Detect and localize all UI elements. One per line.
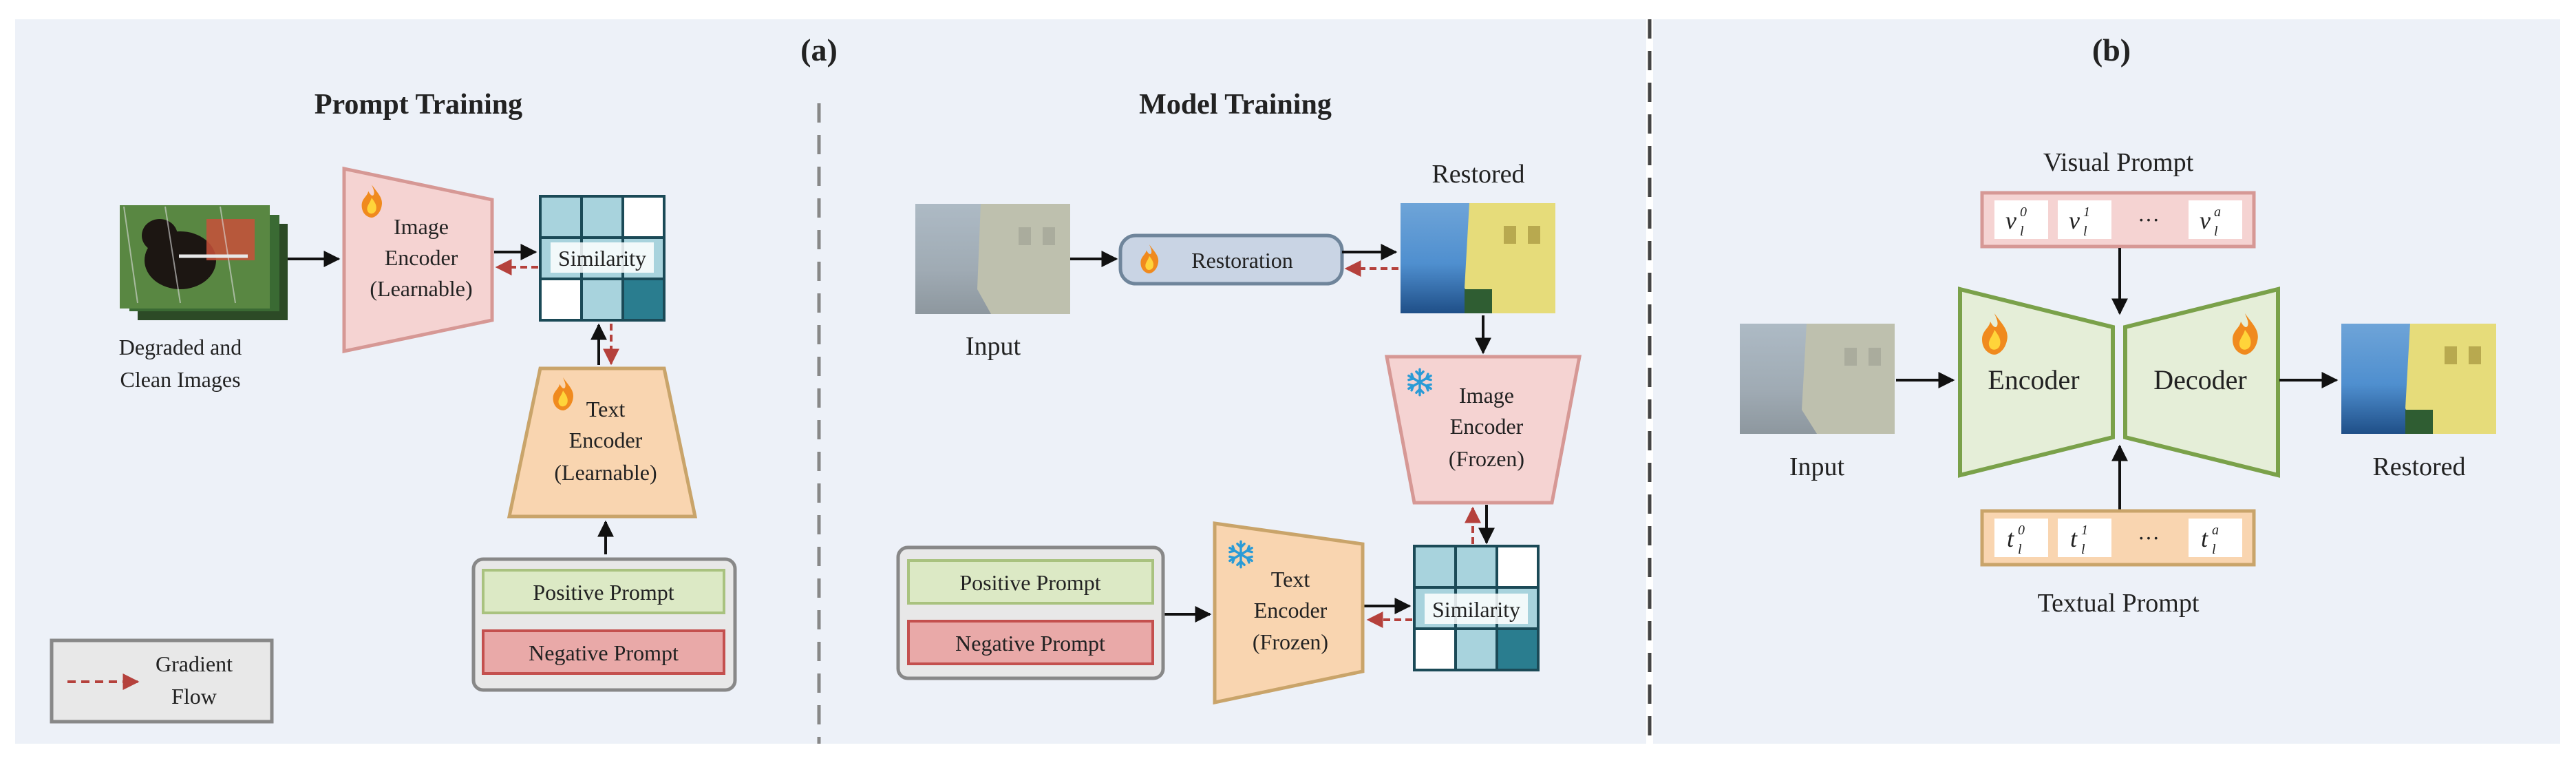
visual-prompt-title: Visual Prompt xyxy=(2043,148,2194,177)
negative-prompt-box-model xyxy=(907,620,1154,665)
images-label-line1: Degraded and xyxy=(119,335,242,359)
textual-token-a-cell xyxy=(2189,519,2242,557)
textual-token-a-sup: a xyxy=(2212,523,2219,538)
prompt-training-title: Prompt Training xyxy=(315,89,522,121)
text-encoder-learnable-line1: Text xyxy=(586,397,626,421)
textual-token-0-base: t xyxy=(2007,525,2014,552)
visual-token-0-sub: l xyxy=(2020,224,2024,239)
encoder-label: Encoder xyxy=(1988,364,2079,395)
text-encoder-frozen-line3: (Frozen) xyxy=(1253,629,1328,654)
negative-prompt-model: Negative Prompt xyxy=(955,631,1105,656)
visual-token-0-sup: 0 xyxy=(2020,205,2027,220)
text-encoder-frozen-line2: Encoder xyxy=(1254,598,1328,623)
textual-token-1-sup: 1 xyxy=(2081,523,2088,538)
input-image-model-training xyxy=(915,204,1070,314)
textual-token-0-sub: l xyxy=(2018,542,2022,557)
textual-token-0-cell xyxy=(1994,519,2048,557)
positive-prompt-training: Positive Prompt xyxy=(533,580,674,605)
legend-line1: Gradient xyxy=(156,651,233,676)
image-encoder-learnable-line2: Encoder xyxy=(385,245,458,270)
textual-token-a-sub: l xyxy=(2212,542,2216,557)
similarity-grid-model xyxy=(1413,545,1540,671)
legend-line2: Flow xyxy=(171,684,217,709)
visual-token-1-sub: l xyxy=(2083,224,2087,239)
text-encoder-learnable-line3: (Learnable) xyxy=(554,460,657,485)
decoder-label: Decoder xyxy=(2153,364,2246,395)
visual-token-1-sup: 1 xyxy=(2083,205,2090,220)
image-encoder-learnable-line1: Image xyxy=(394,214,449,239)
restored-label-model-training: Restored xyxy=(1431,160,1524,189)
text-encoder-frozen-line1: Text xyxy=(1271,567,1310,592)
positive-prompt-model: Positive Prompt xyxy=(959,570,1100,595)
negative-prompt-training: Negative Prompt xyxy=(529,640,679,665)
image-encoder-frozen-line3: (Frozen) xyxy=(1449,446,1524,471)
text-encoder-frozen xyxy=(1213,521,1365,705)
textual-prompt-title: Textual Prompt xyxy=(2038,589,2200,618)
textual-token-0-sup: 0 xyxy=(2018,523,2025,538)
textual-ellipsis: ··· xyxy=(2138,525,2160,550)
positive-prompt-box-model xyxy=(907,559,1154,605)
visual-token-a-sup: a xyxy=(2214,205,2221,220)
image-encoder-learnable-line3: (Learnable) xyxy=(370,276,472,301)
restored-image-panel-b xyxy=(2341,324,2496,434)
visual-token-a-base: v xyxy=(2200,207,2211,234)
image-encoder-frozen-line1: Image xyxy=(1459,383,1514,408)
visual-token-0-cell xyxy=(1994,200,2048,239)
model-training-title: Model Training xyxy=(1139,89,1332,121)
visual-token-a-cell xyxy=(2189,200,2242,239)
images-label-line2: Clean Images xyxy=(120,367,240,392)
input-label-model-training: Input xyxy=(966,332,1021,361)
textual-token-a-base: t xyxy=(2201,525,2208,552)
similarity-grid-prompt xyxy=(539,195,666,322)
visual-token-1-base: v xyxy=(2069,207,2080,234)
visual-token-1-cell xyxy=(2058,200,2111,239)
restoration-box xyxy=(1118,233,1344,286)
similarity-label-prompt: Similarity xyxy=(558,246,646,271)
restored-label-panel-b: Restored xyxy=(2372,452,2465,481)
restoration-label: Restoration xyxy=(1191,248,1293,273)
negative-prompt-box-training xyxy=(482,629,725,675)
similarity-label-model: Similarity xyxy=(1432,597,1520,622)
degraded-clean-images xyxy=(120,205,288,320)
textual-token-1-base: t xyxy=(2070,525,2078,552)
restored-image-model-training xyxy=(1401,203,1555,313)
image-encoder-frozen xyxy=(1384,355,1582,505)
visual-ellipsis: ··· xyxy=(2138,207,2160,232)
input-label-panel-b: Input xyxy=(1789,452,1845,481)
panel-a-label: (a) xyxy=(800,32,838,67)
visual-token-0-base: v xyxy=(2005,207,2016,234)
input-image-panel-b xyxy=(1740,324,1895,434)
textual-token-1-sub: l xyxy=(2081,542,2085,557)
positive-prompt-box-training xyxy=(482,569,725,614)
textual-token-1-cell xyxy=(2058,519,2111,557)
visual-token-a-sub: l xyxy=(2214,224,2218,239)
image-encoder-learnable xyxy=(342,166,494,354)
text-encoder-learnable-line2: Encoder xyxy=(569,428,643,452)
panel-b-label: (b) xyxy=(2092,32,2131,67)
image-encoder-frozen-line2: Encoder xyxy=(1450,414,1524,439)
